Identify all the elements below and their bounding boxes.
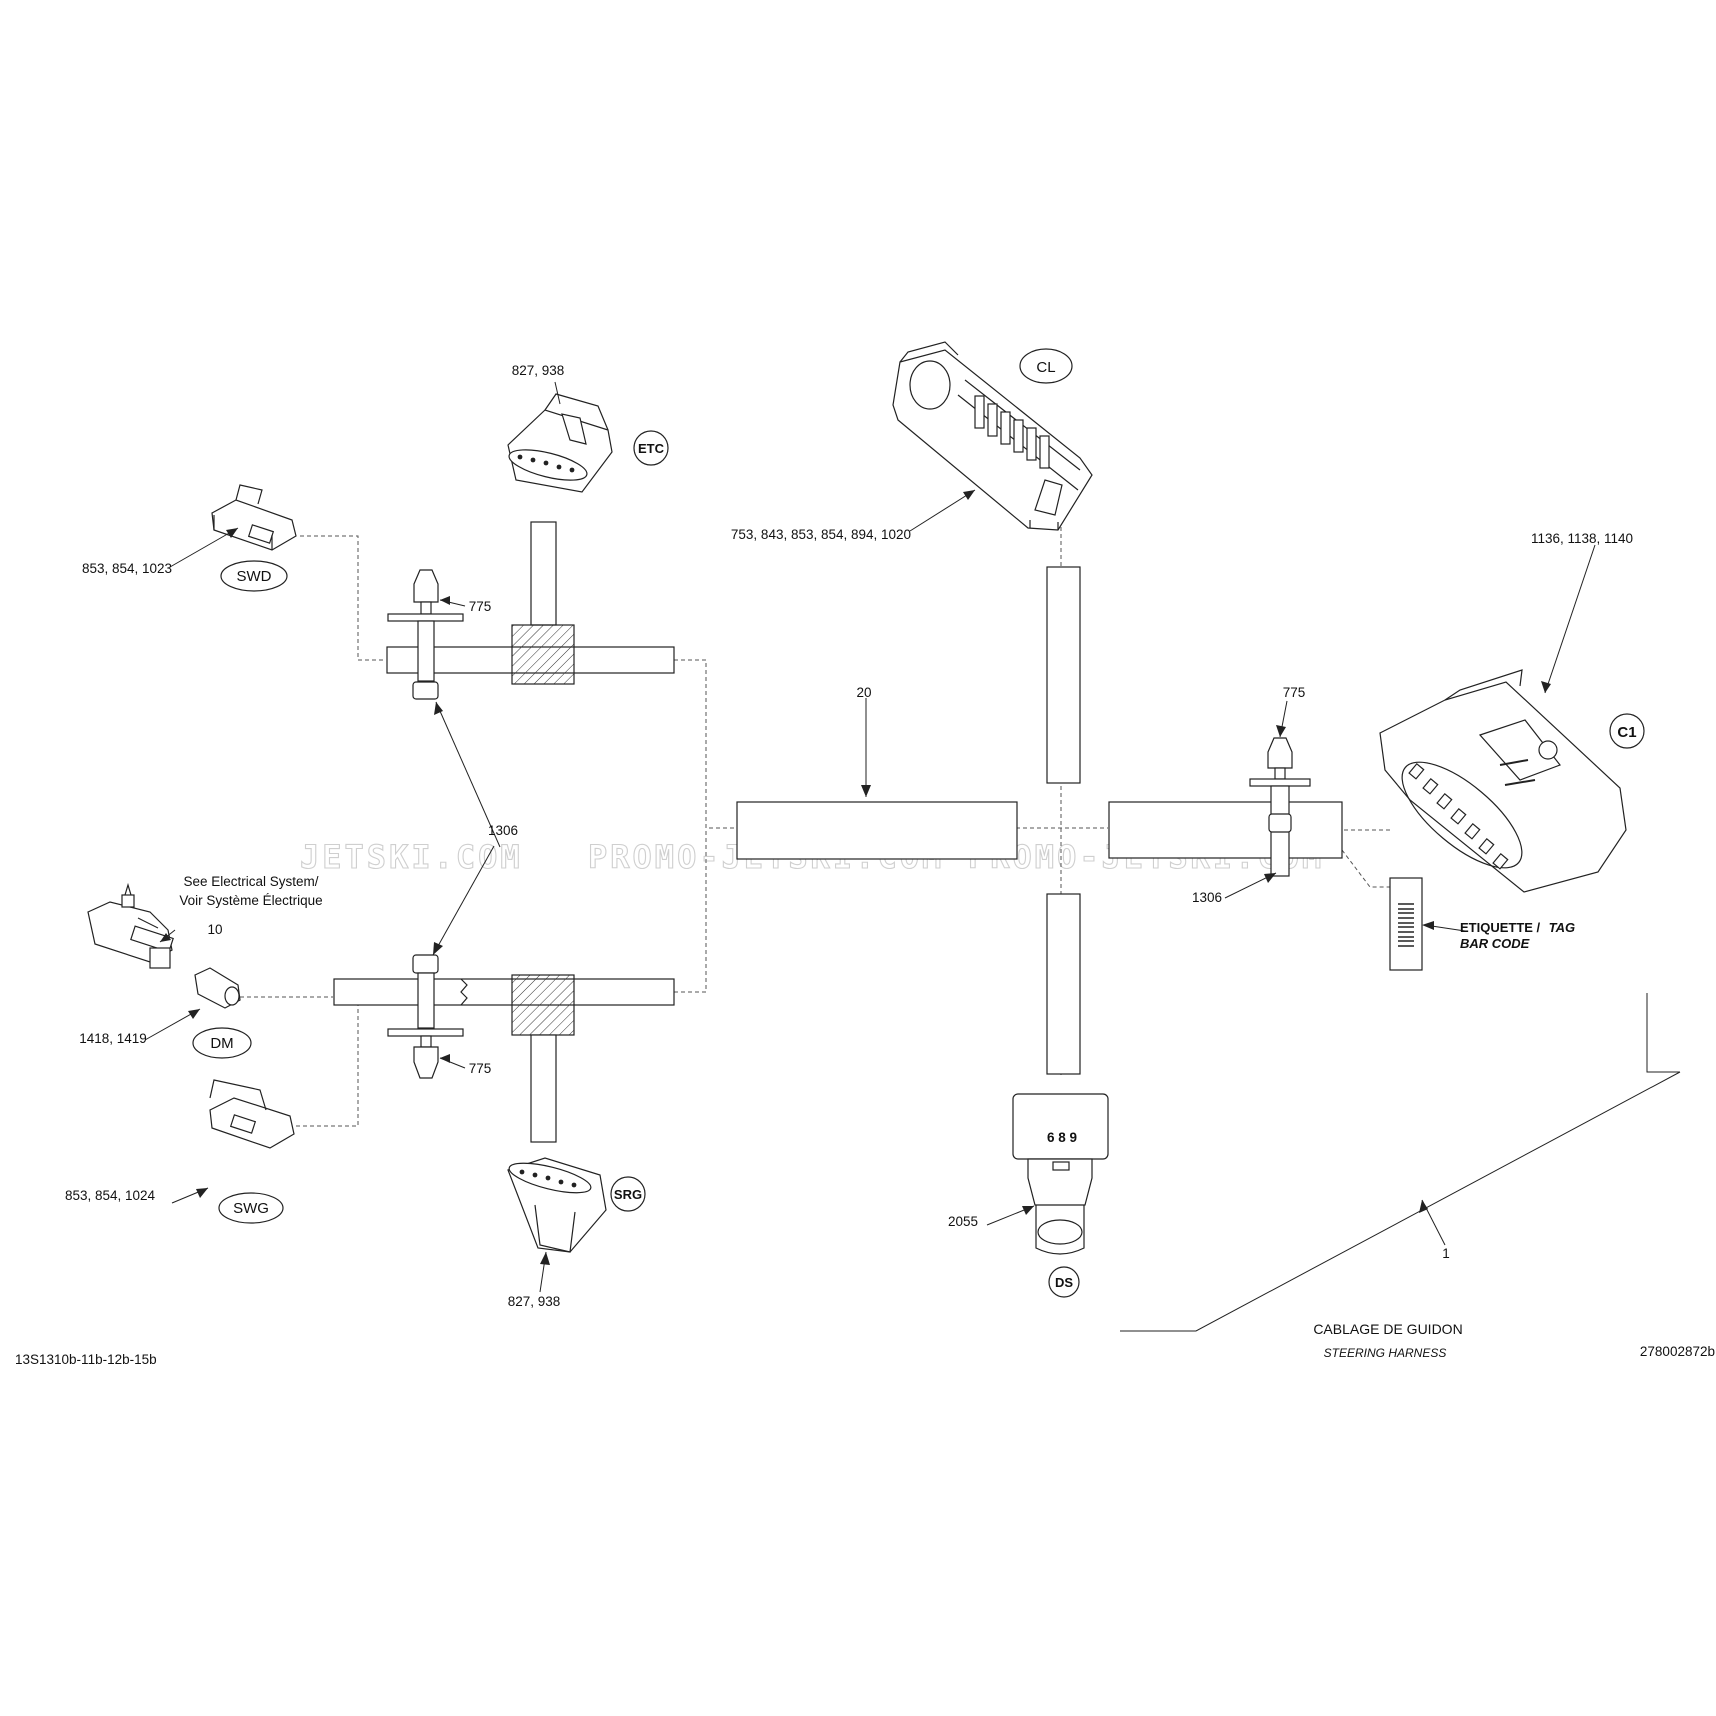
title-en: STEERING HARNESS (1324, 1346, 1447, 1360)
badge-c1-label: C1 (1617, 724, 1636, 741)
callout-clip-top-left: 775 (469, 599, 492, 614)
callout-tie-left: 1306 (488, 823, 518, 838)
badge-swd: SWD (220, 560, 288, 592)
badge-ds-label: DS (1055, 1275, 1073, 1290)
srg-branch-tube (530, 1034, 557, 1143)
callout-swd-parts: 853, 854, 1023 (82, 561, 172, 576)
swd-connector-icon (211, 484, 297, 551)
badge-etc-label: ETC (638, 441, 665, 456)
etc-connector-icon (507, 393, 613, 493)
lower-left-junction (511, 974, 575, 1036)
badge-srg: SRG (610, 1176, 646, 1212)
badge-swg-label: SWG (233, 1200, 269, 1217)
tag-line-1: ETIQUETTE / TAG (1460, 919, 1575, 936)
ds-connector-icon (1012, 1093, 1109, 1255)
drawing-number: 278002872b (1640, 1344, 1715, 1359)
callout-harness-main: 20 (856, 685, 871, 700)
right-tube (1108, 801, 1343, 859)
callout-clip-bottom-left: 775 (469, 1061, 492, 1076)
callout-see-electrical-1: See Electrical System/ (183, 874, 318, 889)
callout-swg-parts: 853, 854, 1024 (65, 1188, 156, 1203)
callout-c1-parts: 1136, 1138, 1140 (1531, 531, 1633, 546)
leader-lines (137, 381, 1681, 1332)
tag-tag: TAG (1549, 920, 1575, 935)
callout-dm-switch: 10 (207, 922, 222, 937)
callout-labels: 827, 938 853, 854, 1023 775 753, 843, 85… (65, 363, 1633, 1309)
tag-label: ETIQUETTE / TAG BAR CODE (1460, 919, 1575, 951)
swg-connector-icon (209, 1079, 295, 1149)
badge-etc: ETC (633, 430, 669, 466)
push-clip-right (1249, 737, 1311, 877)
dm-switch-icon (87, 882, 174, 969)
callout-see-electrical-2: Voir Système Électrique (179, 893, 322, 908)
callout-tie-right: 1306 (1192, 890, 1222, 905)
callout-dm-parts: 1418, 1419 (79, 1031, 147, 1046)
upper-left-junction (511, 624, 575, 685)
main-tube (736, 801, 1018, 860)
watermark-text-1: JETSKI.COM (300, 838, 523, 876)
badge-cl-label: CL (1036, 359, 1055, 376)
badge-ds: DS (1048, 1266, 1080, 1298)
srg-connector-icon (507, 1157, 607, 1253)
lower-left-tube (333, 978, 675, 1006)
harness-tubes (333, 521, 1343, 1143)
badge-swg: SWG (218, 1192, 284, 1224)
cl-branch-tube (1046, 566, 1081, 784)
callout-cl-parts: 753, 843, 853, 854, 894, 1020 (731, 527, 911, 542)
title-fr: CABLAGE DE GUIDON (1313, 1321, 1462, 1337)
c1-connector-icon (1379, 669, 1627, 893)
callout-assembly: 1 (1442, 1246, 1450, 1261)
tag-etiquette: ETIQUETTE / (1460, 920, 1541, 935)
push-clip-bottom-left (387, 954, 468, 1079)
callout-ds-connector: 2055 (948, 1214, 978, 1229)
etc-branch-tube (530, 521, 557, 626)
callout-clip-right: 775 (1283, 685, 1306, 700)
badge-srg-label: SRG (614, 1187, 642, 1202)
ds-pin-numbers: 6 8 9 (1047, 1130, 1077, 1145)
badge-swd-label: SWD (237, 568, 272, 585)
badge-cl: CL (1019, 348, 1073, 384)
footer: 13S1310b-11b-12b-15b CABLAGE DE GUIDON S… (15, 1321, 1715, 1367)
barcode-tag (1389, 877, 1423, 971)
callout-etc-parts: 827, 938 (512, 363, 565, 378)
callout-srg-parts: 827, 938 (508, 1294, 561, 1309)
arrowheads (160, 490, 1551, 1265)
tag-bar-code: BAR CODE (1460, 936, 1530, 951)
ds-branch-tube (1046, 893, 1081, 1075)
badge-dm: DM (192, 1027, 252, 1059)
dm-connector-icon (194, 967, 241, 1009)
badge-c1: C1 (1609, 713, 1645, 749)
push-clip-top-left (387, 569, 464, 700)
model-codes: 13S1310b-11b-12b-15b (15, 1352, 157, 1367)
badge-dm-label: DM (210, 1035, 233, 1052)
cl-connector-icon (892, 341, 1093, 531)
